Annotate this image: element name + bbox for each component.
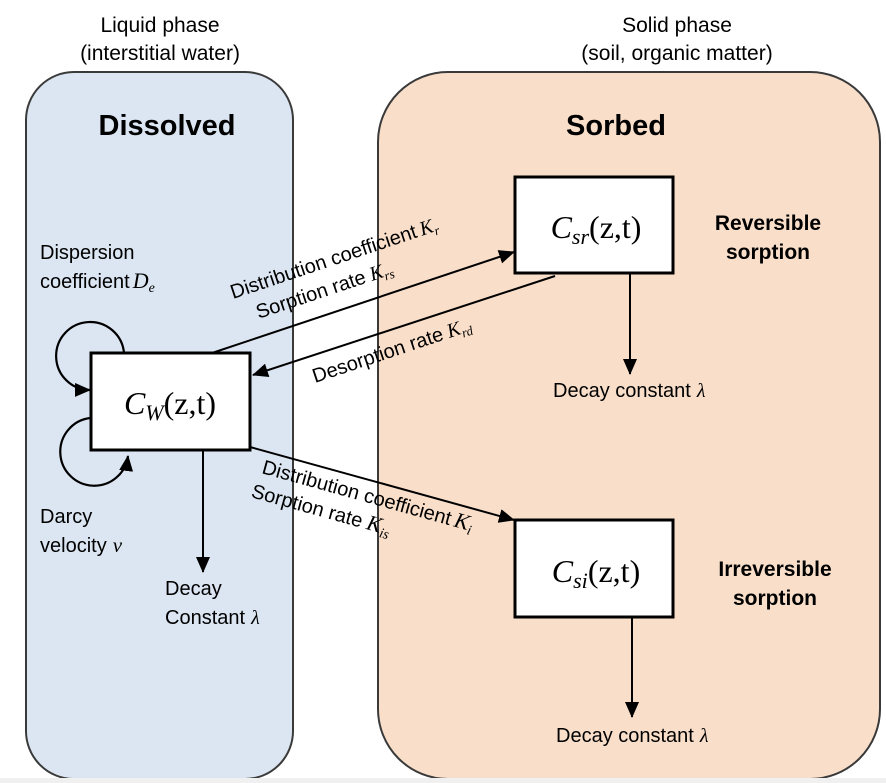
dissolved-title: Dissolved — [99, 110, 236, 142]
solid-phase-header: Solid phase — [622, 14, 732, 37]
darcy-loop-arrow — [59, 416, 134, 487]
cw-decay-label-line1: Decay — [165, 578, 222, 600]
liquid-phase-subheader: (interstitial water) — [80, 42, 240, 65]
darcy-label-line1: Darcy — [40, 506, 92, 528]
sorption-arrow-reversible — [211, 250, 515, 354]
cw-node-box — [89, 351, 252, 452]
csi-node-label: Csi(z,t) — [552, 553, 640, 593]
csr-node-box — [513, 175, 675, 275]
bottom-strip — [0, 778, 886, 783]
dispersion-loop-arrow — [55, 320, 126, 397]
csr-node-label: Csr(z,t) — [551, 209, 642, 249]
liquid-phase-header: Liquid phase — [100, 14, 219, 37]
sorbed-title: Sorbed — [566, 110, 666, 142]
solid-phase-subheader: (soil, organic matter) — [581, 42, 772, 65]
csi-node-box — [513, 518, 675, 619]
sorption-arrow-irreversible — [249, 446, 515, 523]
reversible-label-line2: sorption — [726, 241, 810, 264]
cw-node-label: CW(z,t) — [124, 385, 216, 425]
irreversible-label-line2: sorption — [733, 587, 817, 610]
dispersion-label-line1: Dispersion — [40, 242, 134, 264]
irreversible-label-line1: Irreversible — [718, 558, 831, 581]
reversible-label-line1: Reversible — [715, 212, 821, 235]
desorption-arrow — [252, 275, 556, 377]
